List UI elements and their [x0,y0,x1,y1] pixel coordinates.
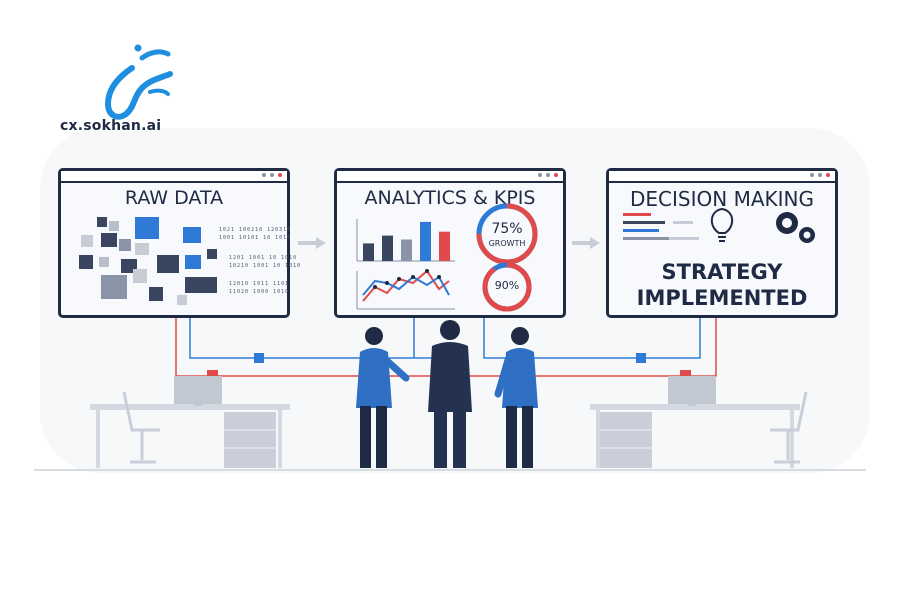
bar-5 [439,231,450,261]
gauge-caption: GROWTH [488,239,526,248]
brand-logo-calligraphy [104,44,173,120]
panel-title: RAW DATA [124,187,224,209]
trend-line-blue [362,275,450,296]
left-desk [90,376,290,468]
connector-node [680,370,691,381]
bar-1 [363,243,374,261]
number-text: 1021 100210 120310 [219,227,292,233]
analytics-window: ANALYTICS & KPIS 75% GROWTH 90% [334,168,566,318]
strategy-headline: STRATEGY IMPLEMENTED [609,259,835,311]
connector-node [254,353,264,363]
number-text: 10210 1001 10 1010 [229,263,302,269]
person-right [494,327,538,468]
number-text: 1201 1001 10 1010 [229,255,298,261]
window-titlebar [337,171,563,183]
decision-icons [623,207,815,243]
decision-window: DECISION MAKING STRATEGY IMPLEMENTED [606,168,838,318]
arrow-right-icon [298,237,326,249]
gauge-value: 75% [491,221,523,237]
kpi-bar-chart [356,203,538,312]
document-lines-icon [623,213,699,240]
connector-node [207,370,218,381]
left-chair [122,391,160,464]
bar-2 [382,235,393,261]
bar-3 [401,239,412,261]
connector-node [636,353,646,363]
number-text: 1001 10101 10 1010 [219,235,292,241]
person-left [356,327,410,468]
window-titlebar [609,171,835,183]
arrow-right-icon [572,237,600,249]
gears-icon [776,212,815,243]
headline-line-2: IMPLEMENTED [636,286,808,310]
gauge-fill-arc [476,203,538,265]
bar-4 [420,221,431,261]
lightbulb-icon [710,207,734,242]
person-center [428,320,472,468]
raw-data-window: RAW DATA 1021 100210 120310 1001 10101 1… [58,168,300,318]
panel-title: DECISION MAKING [630,187,814,211]
window-titlebar [61,171,287,183]
number-text: 11020 1000 1010 [229,289,290,295]
right-chair [770,391,808,464]
number-text: 12010 1011 1101 [229,281,290,287]
panel-title: ANALYTICS & KPIS [364,187,536,209]
brand-name: cx.sokhan.ai [60,118,162,134]
gauge-fill-arc [482,262,532,312]
gauge-value: 90% [494,279,520,292]
right-desk [590,376,800,468]
trend-line-red [362,269,450,302]
headline-line-1: STRATEGY [661,260,783,284]
data-blocks-graphic [79,217,217,305]
